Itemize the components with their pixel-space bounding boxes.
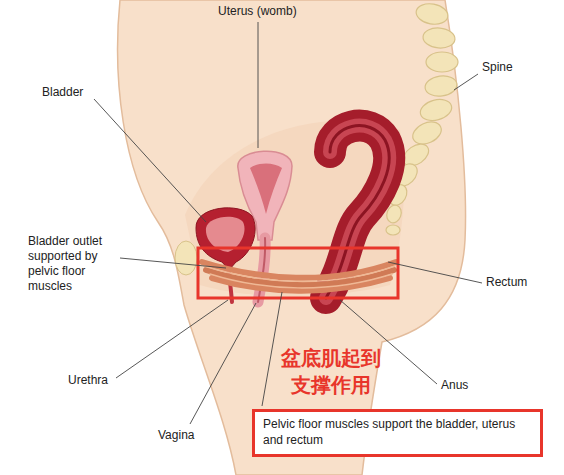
organ-label: Uterus (womb) bbox=[218, 4, 308, 19]
note-box: Pelvic floor muscles support the bladder… bbox=[252, 409, 543, 457]
organ-label: Rectum bbox=[486, 275, 546, 290]
pelvic-floor-muscles bbox=[202, 262, 396, 291]
pubic-bone bbox=[175, 241, 197, 275]
leader-lines bbox=[94, 22, 482, 424]
organ-label: Urethra bbox=[68, 373, 128, 388]
body-silhouette bbox=[118, 0, 466, 475]
note-label: Bladder outlet supported by pelvic floor… bbox=[28, 234, 118, 294]
organ-label: Bladder bbox=[42, 85, 112, 100]
organ-label: Anus bbox=[441, 378, 491, 393]
highlight-box bbox=[198, 248, 398, 298]
note-text: Pelvic floor muscles support the bladder… bbox=[263, 416, 532, 448]
chinese-note: 盆底肌起到 支撑作用 bbox=[276, 345, 386, 399]
organ-label: Vagina bbox=[158, 428, 218, 443]
organ-label: Spine bbox=[482, 60, 542, 75]
spine bbox=[384, 1, 458, 235]
